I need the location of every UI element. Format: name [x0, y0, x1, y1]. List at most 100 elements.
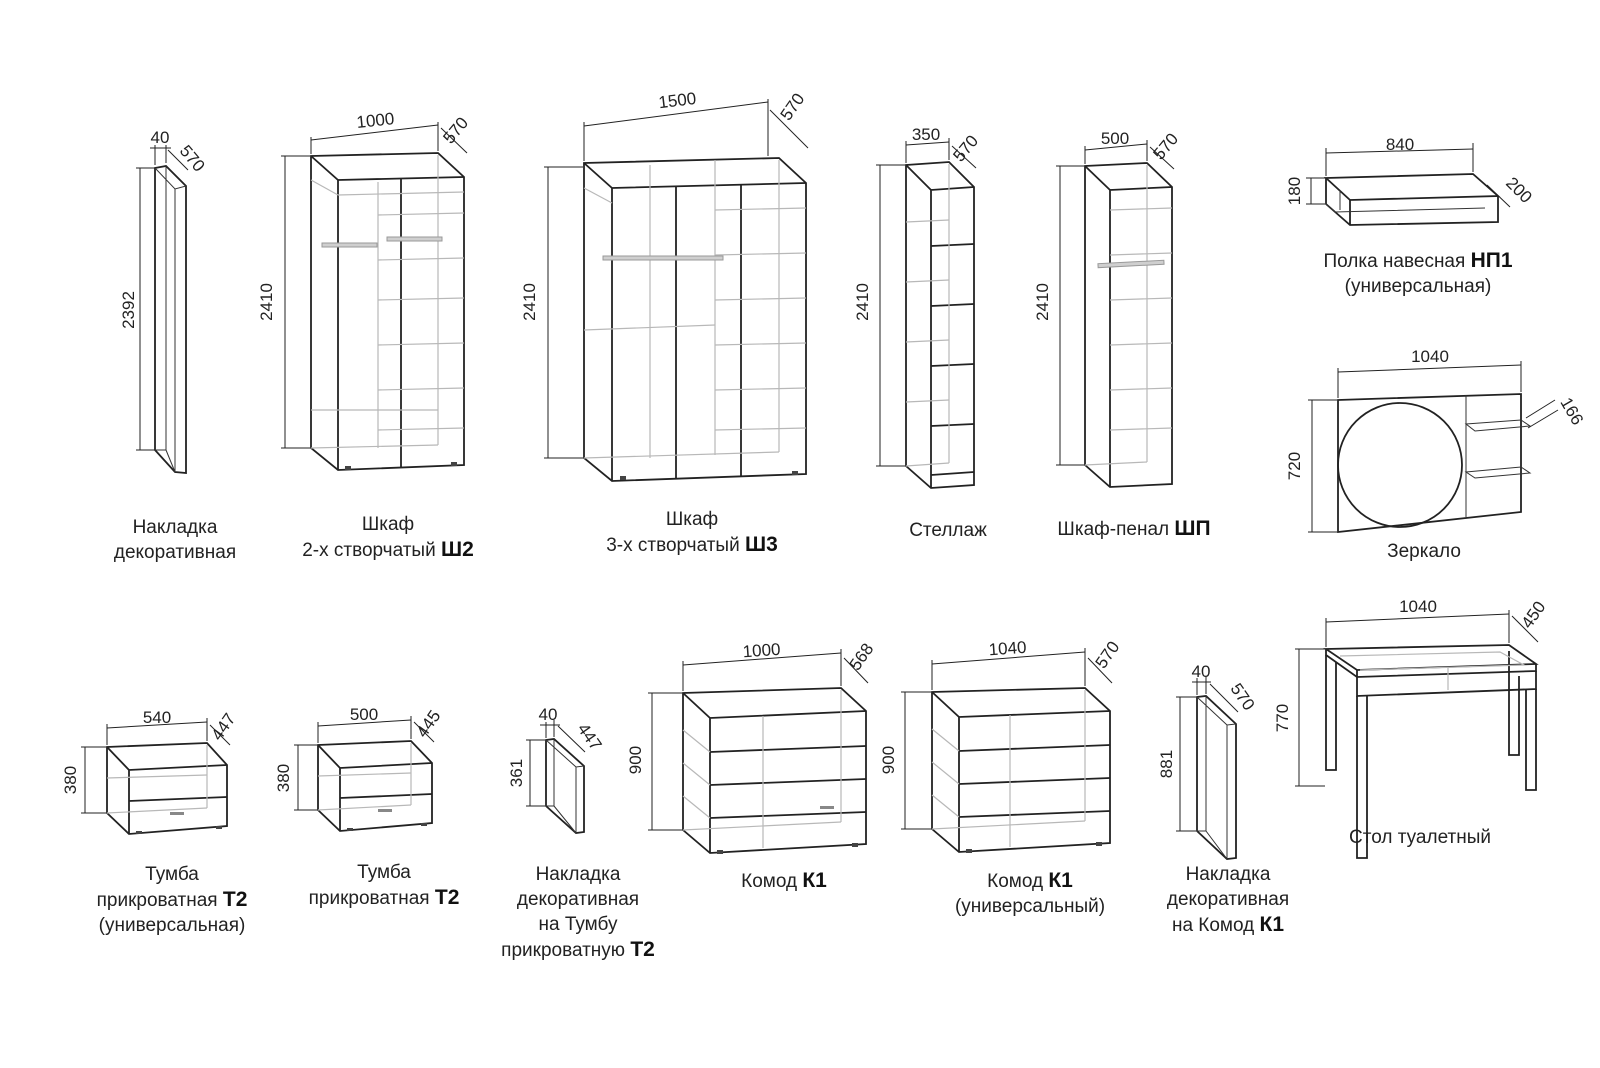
mirror-dim-height: 720: [1285, 452, 1304, 480]
wardrobe-2-dim-width: 1000: [356, 109, 396, 132]
caption-mirror: Зеркало: [1387, 539, 1461, 564]
nightstand-540-drawing: 380 540 447: [61, 708, 240, 835]
overlay-tall-dim-width: 40: [151, 128, 170, 147]
caption-line: 3-х створчатый Ш3: [606, 533, 778, 556]
wardrobe-3-drawing: 2410 1500 570: [520, 89, 809, 482]
caption-line: Зеркало: [1387, 541, 1461, 562]
dresser-1000-dim-depth: 568: [846, 640, 878, 674]
caption-line: Стеллаж: [909, 520, 987, 541]
wall-shelf-dim-height: 180: [1285, 177, 1304, 205]
caption-line: Стол туалетный: [1349, 827, 1491, 848]
dresser-1040-dim-width: 1040: [988, 638, 1027, 660]
overlay-dresser-dim-width: 40: [1192, 662, 1211, 681]
caption-line: Шкаф: [665, 509, 719, 530]
caption-line: (универсальная): [1344, 276, 1492, 297]
nightstand-540-dim-width: 540: [143, 708, 171, 727]
model-code: ШП: [1174, 517, 1211, 540]
nightstand-540-dim-height: 380: [61, 766, 80, 794]
caption-dresser-1000: Комод К1: [741, 868, 827, 894]
mirror-dim-depth: 166: [1556, 394, 1587, 428]
wall-shelf-dim-depth: 200: [1502, 173, 1535, 206]
nightstand-540-dim-depth: 447: [208, 710, 240, 744]
caption-wardrobe-2: Шкаф 2-х створчатый Ш2: [302, 512, 474, 563]
overlay-tall-dim-height: 2392: [119, 291, 138, 329]
model-code: К1: [1259, 913, 1285, 936]
pencil-case-dim-height: 2410: [1033, 283, 1052, 321]
caption-line: прикроватная Т2: [96, 888, 248, 911]
overlay-nightstand-dim-height: 361: [507, 759, 526, 787]
wall-shelf-dim-width: 840: [1386, 135, 1414, 154]
nightstand-500-drawing: 380 500 445: [274, 705, 445, 832]
caption-overlay-dresser: Накладка декоративная на Комод К1: [1167, 862, 1289, 938]
model-code: Ш3: [744, 533, 778, 556]
wardrobe-3-dim-depth: 570: [777, 90, 809, 124]
caption-wall-shelf: Полка навесная НП1 (универсальная): [1323, 248, 1512, 299]
model-code: Ш2: [440, 538, 474, 561]
caption-line: декоративная: [516, 889, 640, 910]
mirror-dim-width: 1040: [1411, 347, 1449, 366]
caption-line: прикроватную Т2: [501, 938, 655, 961]
dressing-table-dim-width: 1040: [1399, 597, 1437, 616]
caption-line: Накладка: [1185, 864, 1271, 885]
pencil-case-dim-width: 500: [1101, 129, 1129, 148]
caption-pencil-case: Шкаф-пенал ШП: [1057, 516, 1210, 542]
overlay-dresser-drawing: 881 40 570: [1157, 662, 1259, 860]
dresser-1040-drawing: 900 1040 570: [879, 638, 1123, 853]
caption-line: декоративная: [1166, 889, 1290, 910]
rack-dim-height: 2410: [853, 283, 872, 321]
model-code: К1: [1048, 869, 1073, 892]
caption-line: Комод К1: [741, 869, 827, 892]
model-code: Т2: [630, 938, 655, 961]
overlay-nightstand-drawing: 361 40 447: [507, 705, 606, 834]
rack-dim-width: 350: [912, 125, 940, 144]
pencil-case-drawing: 2410 500 570: [1033, 129, 1182, 488]
model-code: НП1: [1470, 249, 1513, 272]
rack-dim-depth: 570: [949, 131, 982, 165]
dressing-table-drawing: 770 1040 450: [1273, 597, 1549, 859]
caption-line: Тумба: [145, 864, 199, 885]
overlay-nightstand-dim-width: 40: [539, 705, 558, 724]
overlay-dresser-dim-depth: 570: [1227, 680, 1259, 714]
wardrobe-2-dim-depth: 570: [439, 113, 472, 147]
caption-dressing-table: Стол туалетный: [1349, 825, 1491, 850]
caption-line: декоративная: [113, 542, 237, 563]
nightstand-500-dim-depth: 445: [413, 707, 445, 741]
overlay-tall-drawing: 2392 40 570: [119, 128, 209, 474]
dressing-table-dim-height: 770: [1273, 704, 1292, 732]
caption-wardrobe-3: Шкаф 3-х створчатый Ш3: [606, 507, 778, 558]
overlay-dresser-dim-height: 881: [1157, 750, 1176, 778]
model-code: Т2: [434, 886, 460, 909]
caption-line: (универсальная): [98, 915, 246, 936]
nightstand-500-dim-height: 380: [274, 764, 293, 792]
caption-nightstand-540: Тумба прикроватная Т2 (универсальная): [97, 862, 248, 938]
caption-nightstand-500: Тумба прикроватная Т2: [309, 860, 460, 911]
caption-overlay-tall: Накладка декоративная: [114, 515, 236, 565]
caption-line: 2-х створчатый Ш2: [302, 538, 474, 561]
wall-shelf-drawing: 180 840 200: [1285, 135, 1536, 226]
caption-line: Накладка: [535, 864, 621, 885]
overlay-tall-dim-depth: 570: [176, 141, 209, 175]
caption-line: прикроватная Т2: [308, 886, 460, 909]
nightstand-500-dim-width: 500: [350, 705, 378, 724]
caption-line: на Тумбу: [538, 914, 618, 935]
caption-line: Накладка: [132, 517, 218, 538]
caption-dresser-1040: Комод К1 (универсальный): [955, 868, 1105, 919]
pencil-case-dim-depth: 570: [1149, 129, 1182, 163]
caption-rack: Стеллаж: [909, 518, 987, 543]
dresser-1000-dim-width: 1000: [742, 640, 781, 662]
rack-drawing: 2410 350 570: [853, 125, 982, 489]
caption-line: Полка навесная НП1: [1323, 249, 1513, 272]
wardrobe-3-dim-width: 1500: [657, 89, 697, 112]
overlay-nightstand-dim-depth: 447: [574, 720, 606, 754]
model-code: Т2: [222, 888, 248, 911]
caption-line: на Комод К1: [1171, 913, 1285, 936]
caption-line: (универсальный): [954, 896, 1106, 917]
caption-line: Комод К1: [987, 869, 1073, 892]
dresser-1040-dim-height: 900: [879, 746, 898, 774]
caption-overlay-nightstand: Накладка декоративная на Тумбу прикроват…: [501, 862, 655, 963]
dresser-1000-dim-height: 900: [626, 746, 645, 774]
model-code: К1: [802, 869, 827, 892]
wardrobe-2-dim-height: 2410: [257, 283, 276, 321]
